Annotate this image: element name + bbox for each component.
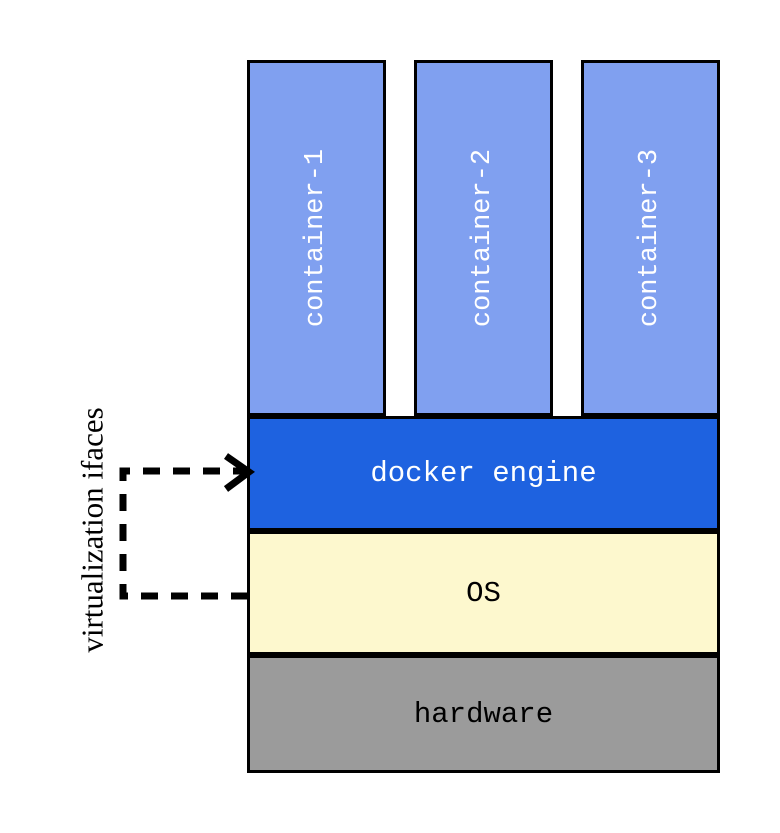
hardware-layer: hardware <box>247 655 720 773</box>
os-layer: OS <box>247 531 720 655</box>
virtualization-ifaces-annotation: virtualization ifaces <box>0 355 186 705</box>
connector-arrowhead-icon <box>223 453 256 492</box>
container-box-3: container-3 <box>581 60 720 416</box>
container-label-2: container-2 <box>468 148 499 328</box>
container-box-2: container-2 <box>414 60 553 416</box>
hardware-label: hardware <box>413 697 554 731</box>
container-label-1: container-1 <box>301 148 332 328</box>
docker-engine-label: docker engine <box>370 457 597 490</box>
docker-engine-layer: docker engine <box>247 416 720 531</box>
connector-dashed-path <box>119 467 248 600</box>
container-label-3: container-3 <box>635 148 666 328</box>
container-box-1: container-1 <box>247 60 386 416</box>
virtualization-ifaces-label: virtualization ifaces <box>75 407 110 653</box>
os-label: OS <box>466 576 501 610</box>
